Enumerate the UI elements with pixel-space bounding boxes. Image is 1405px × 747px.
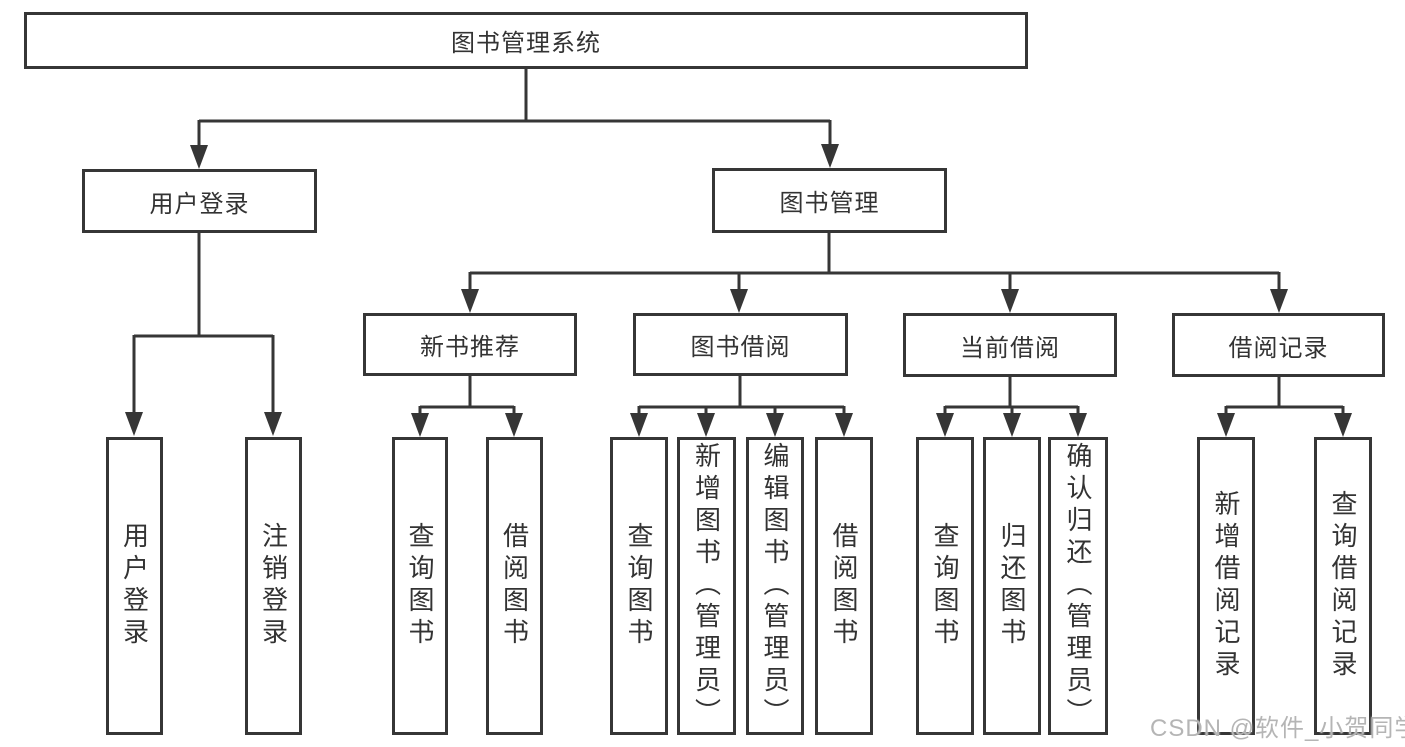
arrow-to-current-borrow	[1001, 289, 1019, 313]
leaf-logout-label: 注销登录	[258, 522, 289, 650]
leaf-borrow-query-book: 查询图书	[610, 437, 668, 735]
node-borrow-records: 借阅记录	[1172, 313, 1385, 377]
leaf-add-borrow-record-label: 新增借阅记录	[1211, 490, 1241, 682]
node-user-login-label: 用户登录	[149, 190, 250, 218]
leaf-logout: 注销登录	[245, 437, 302, 735]
arrow-to-leaf-user-login	[125, 412, 143, 436]
arrow-leaf	[630, 413, 648, 437]
arrow-leaf	[936, 413, 954, 437]
arrow-to-borrow-records	[1270, 289, 1288, 313]
arrow-to-book-management	[821, 144, 839, 168]
node-book-management-label: 图书管理	[779, 190, 880, 217]
arrow-to-user-login	[190, 145, 208, 169]
arrow-leaf	[505, 413, 523, 437]
leaf-user-login-label: 用户登录	[119, 522, 150, 650]
node-current-borrow-label: 当前借阅	[960, 334, 1060, 362]
leaf-confirm-return-admin-label: 确认归还（管理员）	[1063, 442, 1093, 730]
node-user-login: 用户登录	[82, 169, 317, 233]
arrow-to-book-borrow	[730, 289, 748, 313]
leaf-confirm-return-admin: 确认归还（管理员）	[1048, 437, 1108, 735]
arrow-leaf	[1217, 413, 1235, 437]
leaf-query-borrow-record: 查询借阅记录	[1314, 437, 1372, 735]
leaf-recommend-query-book-label: 查询图书	[405, 522, 435, 650]
arrow-leaf	[766, 413, 784, 437]
arrow-leaf	[835, 413, 853, 437]
leaf-return-book-label: 归还图书	[997, 522, 1027, 650]
node-book-borrow-label: 图书借阅	[690, 334, 791, 361]
arrowheads	[125, 144, 1352, 437]
arrow-leaf	[1069, 413, 1087, 437]
arrow-leaf	[697, 413, 715, 437]
leaf-borrow-book: 借阅图书	[815, 437, 873, 735]
node-borrow-records-label: 借阅记录	[1228, 334, 1329, 362]
node-new-book-recommend-label: 新书推荐	[420, 334, 520, 361]
arrow-to-leaf-logout	[264, 412, 282, 436]
leaf-add-borrow-record: 新增借阅记录	[1197, 437, 1255, 735]
csdn-watermark: CSDN @软件_小贺同学	[1150, 715, 1405, 742]
node-new-book-recommend: 新书推荐	[363, 313, 577, 376]
leaf-query-borrow-record-label: 查询借阅记录	[1328, 490, 1358, 682]
leaf-edit-book-admin: 编辑图书（管理员）	[746, 437, 804, 735]
leaf-edit-book-admin-label: 编辑图书（管理员）	[760, 442, 790, 730]
arrow-leaf	[1003, 413, 1021, 437]
leaf-current-query-book-label: 查询图书	[930, 522, 960, 650]
arrow-to-new-book-recommend	[461, 289, 479, 313]
leaf-recommend-borrow-book-label: 借阅图书	[499, 522, 530, 650]
node-root-label: 图书管理系统	[451, 30, 601, 57]
node-root-system: 图书管理系统	[24, 12, 1028, 69]
leaf-current-query-book: 查询图书	[916, 437, 974, 735]
leaf-user-login: 用户登录	[106, 437, 163, 735]
leaf-recommend-query-book: 查询图书	[392, 437, 448, 735]
node-book-management: 图书管理	[712, 168, 947, 233]
leaf-borrow-book-label: 借阅图书	[829, 522, 859, 650]
leaf-add-book-admin-label: 新增图书（管理员）	[691, 442, 722, 730]
leaf-return-book: 归还图书	[983, 437, 1041, 735]
leaf-recommend-borrow-book: 借阅图书	[486, 437, 543, 735]
node-book-borrow: 图书借阅	[633, 313, 848, 376]
arrow-leaf	[1334, 413, 1352, 437]
node-current-borrow: 当前借阅	[903, 313, 1117, 377]
arrow-leaf	[411, 413, 429, 437]
leaf-add-book-admin: 新增图书（管理员）	[677, 437, 736, 735]
leaf-borrow-query-book-label: 查询图书	[624, 522, 654, 650]
